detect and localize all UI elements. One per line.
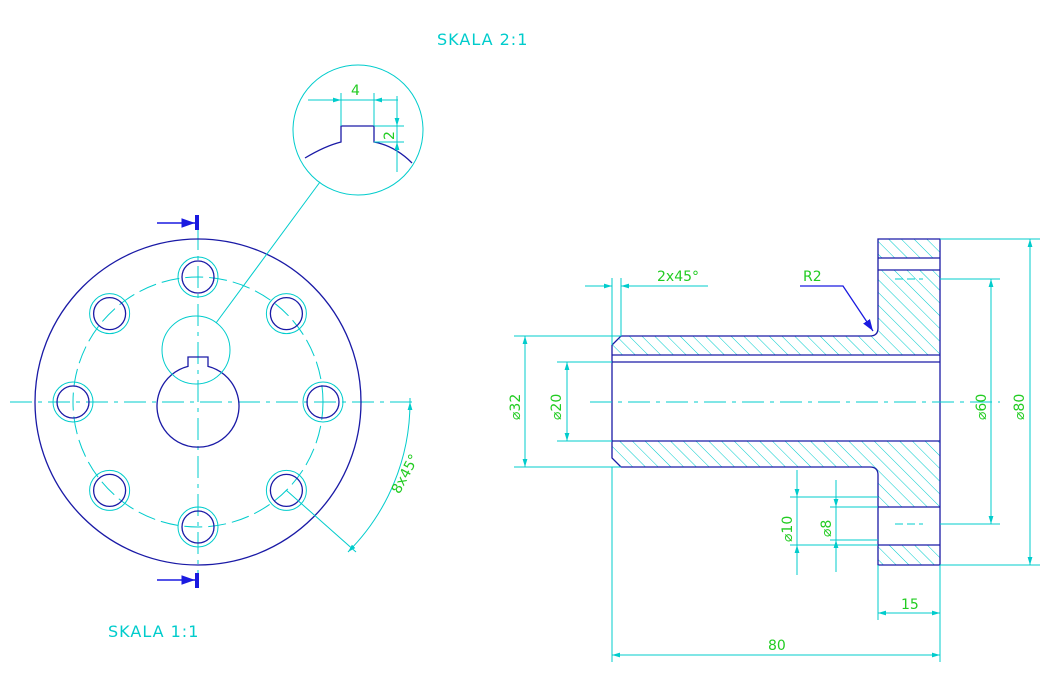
keyway-width-label: 4 (351, 83, 360, 99)
bolt-holes (52, 256, 344, 548)
dia-80-label: ⌀80 (1012, 394, 1028, 420)
detail-view: 4 2 SKALA 2:1 (292, 30, 528, 196)
flange-hatch-top (878, 239, 940, 258)
bolt-hole (89, 469, 131, 511)
dia-60-label: ⌀60 (974, 394, 990, 420)
keyway-depth-label: 2 (382, 131, 398, 140)
bolt-hole (177, 256, 219, 298)
bore-with-keyway (156, 356, 240, 448)
scale-label-main: SKALA 1:1 (108, 622, 199, 641)
bolt-hole (52, 381, 94, 423)
bolt-hole (265, 293, 307, 335)
detail-leader-line (215, 181, 321, 324)
flange-thickness-label: 15 (901, 597, 919, 613)
detail-keyway-profile (304, 125, 413, 164)
section-hatch-lower (612, 441, 940, 507)
chamfer-label: 2x45° (657, 269, 699, 285)
section-marker-bottom (157, 573, 199, 588)
hole-pattern-label: 8x45° (389, 452, 423, 497)
dia-20-label: ⌀20 (549, 394, 565, 420)
bolt-hole (265, 469, 307, 511)
detail-circle (292, 64, 424, 196)
angle-dimension-arc (347, 401, 413, 553)
section-marker-top (157, 215, 199, 230)
front-view: 8x45° SKALA 1:1 (10, 181, 423, 641)
fillet-label: R2 (803, 269, 822, 285)
overall-length-label: 80 (768, 638, 786, 654)
fillet-leader (800, 285, 874, 332)
bolt-pitch-circle (72, 276, 324, 528)
dia-8-label: ⌀8 (819, 520, 835, 537)
angle-extension-line (285, 489, 357, 553)
bolt-hole (302, 381, 344, 423)
dia-32-label: ⌀32 (508, 394, 524, 420)
bolt-hole (177, 506, 219, 548)
section-view: 2x45° R2 ⌀32 ⌀20 ⌀60 ⌀80 ⌀10 (508, 238, 1040, 662)
detail-marker-circle (161, 315, 231, 385)
dia-10-label: ⌀10 (780, 516, 796, 542)
scale-label-detail: SKALA 2:1 (437, 30, 528, 49)
bolt-hole (89, 293, 131, 335)
flange-hatch-bottom (878, 545, 940, 565)
